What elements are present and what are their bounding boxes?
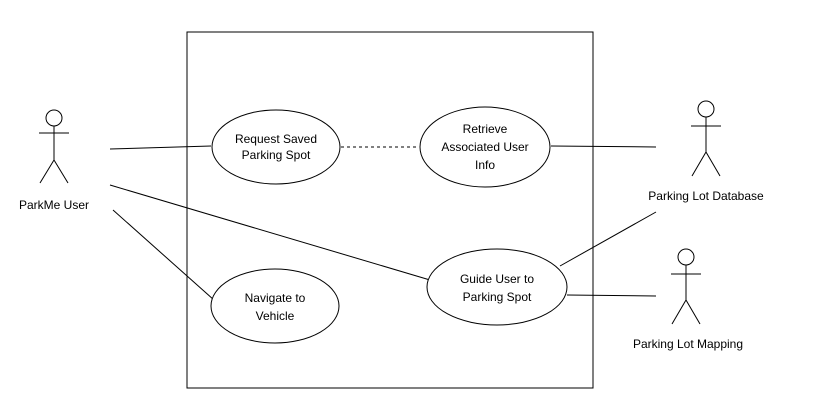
system-boundary <box>186 31 594 389</box>
use-case-guide-user-to-parking-spot: Guide User to Parking Spot <box>426 248 568 326</box>
actor-label-parking-lot-mapping: Parking Lot Mapping <box>633 337 743 351</box>
use-case-navigate-to-vehicle: Navigate to Vehicle <box>210 268 340 344</box>
use-case-text-line: Info <box>475 158 495 172</box>
actor-parkme-user: ParkMe User <box>19 109 89 212</box>
use-case-text-line: Retrieve <box>463 122 508 136</box>
actor-head <box>677 248 695 266</box>
actor-head <box>697 100 715 118</box>
use-case-text-line: Parking Spot <box>242 148 311 162</box>
actor-left-leg <box>691 151 707 177</box>
actor-label-parking-lot-database: Parking Lot Database <box>648 189 764 203</box>
actor-left-leg <box>39 159 55 184</box>
use-case-text-line: Navigate to <box>245 291 306 305</box>
use-case-text-line: Parking Spot <box>463 290 532 304</box>
actor-label-parkme-user: ParkMe User <box>19 198 89 212</box>
association-guide-mapping <box>566 294 657 297</box>
use-case-ellipse <box>210 268 340 344</box>
actor-parking-lot-database: Parking Lot Database <box>648 100 764 203</box>
use-case-ellipse <box>419 106 551 188</box>
actor-left-leg <box>671 299 687 325</box>
association-retrieve-database <box>550 145 657 148</box>
actor-right-leg <box>705 151 721 177</box>
association-user-guide <box>109 184 431 281</box>
use-case-ellipse <box>426 248 568 326</box>
association-user-request <box>109 145 212 150</box>
actor-right-leg <box>685 299 701 325</box>
use-case-retrieve-associated-user-info: Retrieve Associated User Info <box>419 106 551 188</box>
use-case-text-line: Vehicle <box>256 309 295 323</box>
actor-parking-lot-mapping: Parking Lot Mapping <box>633 248 743 351</box>
actor-head <box>45 109 63 127</box>
actor-right-leg <box>53 159 69 184</box>
use-case-text-line: Guide User to <box>460 272 534 286</box>
use-case-ellipse <box>211 109 341 185</box>
use-case-text-line: Request Saved <box>235 132 317 146</box>
association-user-navigate <box>112 209 215 301</box>
association-guide-database <box>559 211 657 267</box>
use-case-text-line: Associated User <box>441 140 528 154</box>
use-case-request-saved-parking-spot: Request Saved Parking Spot <box>211 109 341 185</box>
